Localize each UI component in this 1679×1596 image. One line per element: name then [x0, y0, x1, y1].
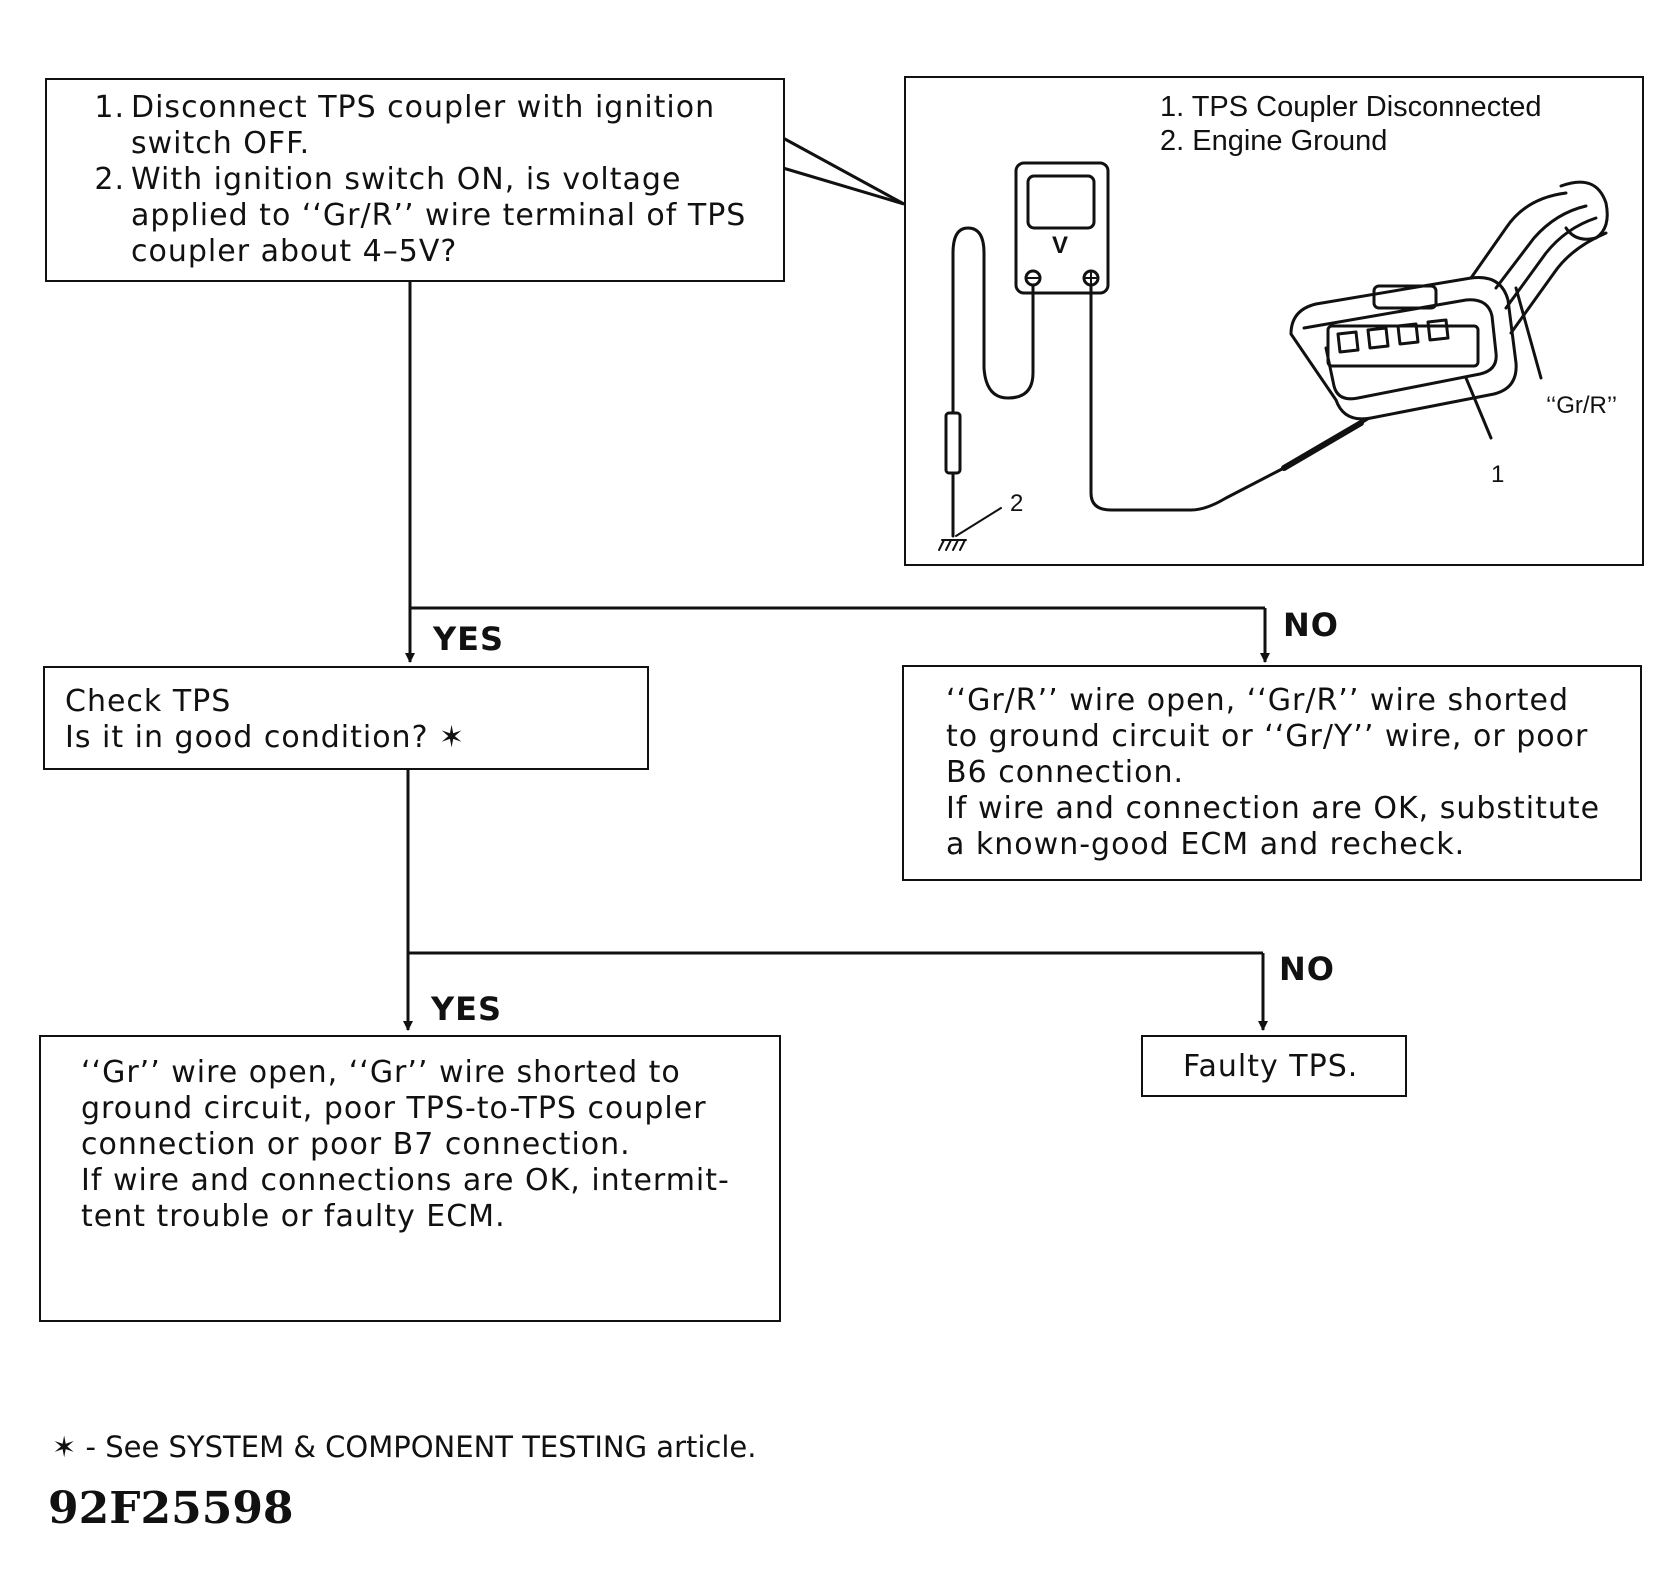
- negative-probe-lead: [944, 226, 1035, 538]
- meter-label: V: [1052, 232, 1068, 259]
- step-number: 1.: [94, 90, 125, 125]
- result-no-1-box: ‘‘Gr/R’’ wire open, ‘‘Gr/R’’ wire shorte…: [902, 665, 1642, 881]
- result-text: tent trouble or faulty ECM.: [81, 1199, 506, 1234]
- result-text: B6 connection.: [946, 755, 1185, 790]
- result-text: a known-good ECM and recheck.: [946, 827, 1466, 862]
- step1-box: 1. Disconnect TPS coupler with ignition …: [45, 78, 785, 282]
- callout-pointer: [782, 136, 905, 206]
- no-label-2: NO: [1279, 950, 1335, 988]
- callout-number-1: 1: [1491, 461, 1504, 488]
- step1-item-2: 2. With ignition switch ON, is voltage a…: [85, 162, 753, 270]
- yes-label-1: YES: [433, 620, 505, 658]
- result-text: connection or poor B7 connection.: [81, 1127, 631, 1162]
- step1-item-1: 1. Disconnect TPS coupler with ignition …: [85, 90, 753, 162]
- voltmeter-icon: [1014, 161, 1110, 295]
- tps-voltmeter-illustration: V ‘‘Gr/R’’ 1 2: [938, 161, 1617, 551]
- result-yes-2-box: ‘‘Gr’’ wire open, ‘‘Gr’’ wire shorted to…: [39, 1035, 781, 1322]
- tps-coupler-icon: [1289, 180, 1609, 440]
- check-tps-box: Check TPS Is it in good condition? ✶: [43, 666, 649, 770]
- result-text: If wire and connection are OK, substitut…: [946, 791, 1601, 826]
- no-label-1: NO: [1283, 606, 1339, 644]
- step-text: With ignition switch ON, is voltage: [131, 162, 682, 197]
- check-tps-title: Check TPS: [65, 684, 232, 719]
- legend-item-2: 2. Engine Ground: [1160, 125, 1388, 157]
- result-text: to ground circuit or ‘‘Gr/Y’’ wire, or p…: [946, 719, 1589, 754]
- step-text: coupler about 4–5V?: [131, 234, 458, 269]
- result-text: If wire and connections are OK, intermit…: [81, 1163, 730, 1198]
- illustration-legend: 1. TPS Coupler Disconnected 2. Engine Gr…: [1160, 90, 1542, 158]
- step-text: Disconnect TPS coupler with ignition: [131, 90, 716, 125]
- footnote: ✶ - See SYSTEM & COMPONENT TESTING artic…: [52, 1430, 757, 1464]
- ground-icon: [938, 507, 1002, 551]
- callout-number-2: 2: [1010, 490, 1023, 517]
- result-text: ‘‘Gr’’ wire open, ‘‘Gr’’ wire shorted to: [81, 1055, 681, 1090]
- result-no-2-box: Faulty TPS.: [1141, 1035, 1407, 1097]
- wire-label: ‘‘Gr/R’’: [1546, 392, 1617, 419]
- legend-item-1: 1. TPS Coupler Disconnected: [1160, 91, 1542, 123]
- faulty-tps-label: Faulty TPS.: [1183, 1049, 1359, 1084]
- yes-label-2: YES: [431, 990, 503, 1028]
- step-number: 2.: [94, 162, 125, 197]
- result-text: ground circuit, poor TPS-to-TPS coupler: [81, 1091, 707, 1126]
- figure-code: 92F25598: [48, 1483, 294, 1534]
- step-text: switch OFF.: [131, 126, 311, 161]
- step-text: applied to ‘‘Gr/R’’ wire terminal of TPS: [131, 198, 747, 233]
- check-tps-question: Is it in good condition? ✶: [65, 720, 466, 755]
- illustration-box: 1. TPS Coupler Disconnected 2. Engine Gr…: [904, 76, 1644, 566]
- result-text: ‘‘Gr/R’’ wire open, ‘‘Gr/R’’ wire shorte…: [946, 683, 1570, 718]
